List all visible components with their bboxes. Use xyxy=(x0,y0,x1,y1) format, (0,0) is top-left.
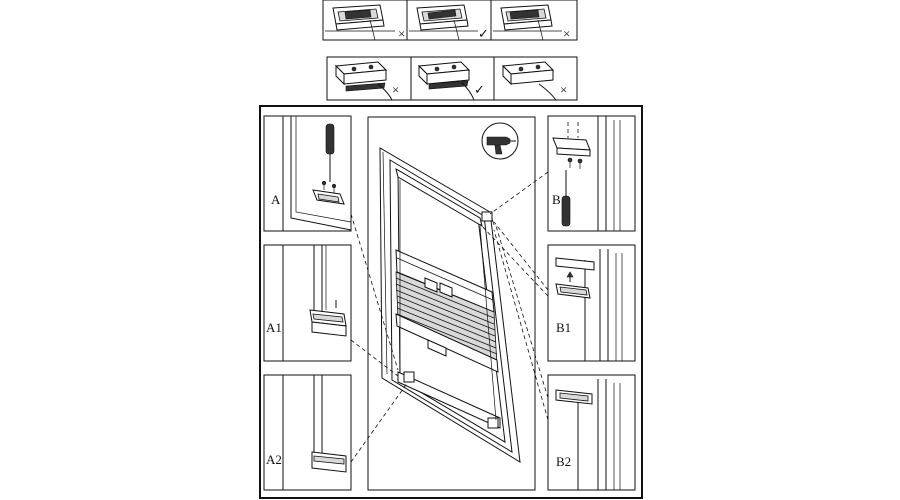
bracket-option-1-3 xyxy=(493,4,562,41)
mark-2-2: ✓ xyxy=(474,82,485,97)
detail-b2: B2 xyxy=(547,374,636,491)
bracket-option-2-1 xyxy=(334,61,393,101)
detail-a: A xyxy=(263,115,352,232)
center-window-panel xyxy=(367,116,536,491)
bracket-orientation-row-1: × ✓ × xyxy=(322,0,578,41)
drill-icon xyxy=(481,122,519,160)
detail-a2: A2 xyxy=(263,374,352,491)
detail-a1: A1 xyxy=(263,244,352,362)
label-a2: A2 xyxy=(266,452,282,467)
label-b2: B2 xyxy=(556,454,571,469)
mark-1-2: ✓ xyxy=(478,26,489,41)
mark-2-3: × xyxy=(560,82,567,97)
bracket-option-2-3 xyxy=(501,61,557,101)
upper-blind xyxy=(395,249,498,367)
label-b1: B1 xyxy=(556,320,571,335)
mark-1-1: × xyxy=(398,26,405,41)
bracket-option-1-2 xyxy=(409,4,478,41)
screwdriver-icon-b xyxy=(561,170,571,227)
screwdriver-icon xyxy=(325,123,335,182)
bracket-option-2-2 xyxy=(417,61,475,101)
bracket-option-1-1 xyxy=(325,4,395,41)
detail-b: B xyxy=(547,115,636,232)
mark-2-1: × xyxy=(392,82,399,97)
mark-1-3: × xyxy=(563,26,570,41)
bracket-orientation-row-2: × ✓ × xyxy=(326,56,578,101)
label-a1: A1 xyxy=(266,320,282,335)
main-panel xyxy=(259,105,643,499)
detail-connectors xyxy=(350,171,549,463)
detail-b1: B1 xyxy=(547,244,636,362)
label-b: B xyxy=(552,192,561,207)
label-a: A xyxy=(271,192,281,207)
